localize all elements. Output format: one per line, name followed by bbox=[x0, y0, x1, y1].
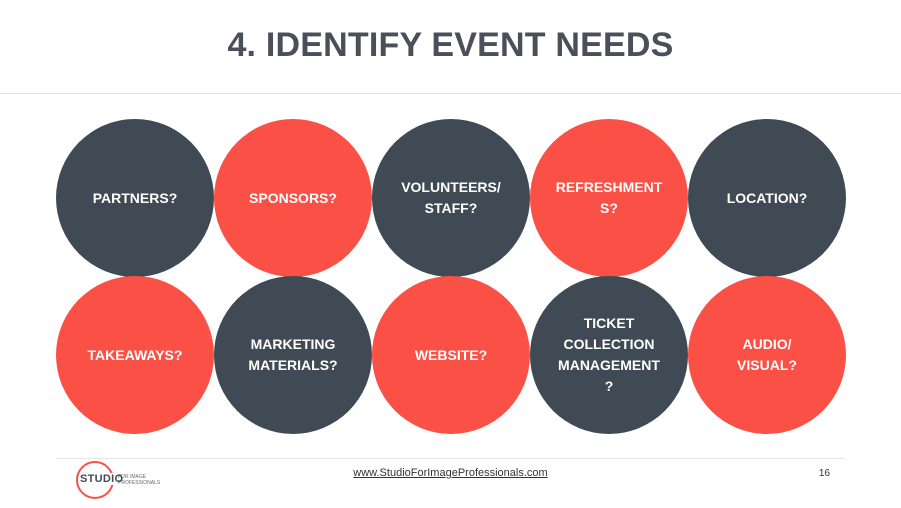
circle-sponsors: SPONSORS? bbox=[214, 119, 372, 277]
circle-partners: PARTNERS? bbox=[56, 119, 214, 277]
circle-label: AUDIO/ VISUAL? bbox=[737, 336, 797, 373]
circle-audio-visual: AUDIO/ VISUAL? bbox=[688, 276, 846, 434]
circle-label: VOLUNTEERS/ STAFF? bbox=[401, 179, 501, 216]
circle-label: WEBSITE? bbox=[414, 346, 488, 363]
circle-label: MARKETING MATERIALS? bbox=[248, 336, 338, 373]
circle-volunteers-staff: VOLUNTEERS/ STAFF? bbox=[372, 119, 530, 277]
circle-ticket-collection: TICKET COLLECTION MANAGEMENT ? bbox=[530, 276, 688, 434]
circle-refreshments: REFRESHMENT S? bbox=[530, 119, 688, 277]
circle-location: LOCATION? bbox=[688, 119, 846, 277]
circle-label: LOCATION? bbox=[726, 189, 808, 206]
title-divider bbox=[0, 93, 901, 94]
page-number: 16 bbox=[818, 468, 830, 479]
circle-label: TICKET COLLECTION MANAGEMENT ? bbox=[558, 315, 660, 394]
studio-logo: STUDIO FOR IMAGE PROFESSIONALS bbox=[76, 461, 164, 499]
logo-subtitle: FOR IMAGE PROFESSIONALS bbox=[118, 474, 161, 486]
logo-word: STUDIO bbox=[80, 473, 124, 485]
circle-label: SPONSORS? bbox=[249, 189, 337, 206]
circle-website: WEBSITE? bbox=[372, 276, 530, 434]
circle-label: TAKEAWAYS? bbox=[87, 346, 183, 363]
circle-label: REFRESHMENT S? bbox=[555, 179, 663, 216]
slide-title: 4. IDENTIFY EVENT NEEDS bbox=[227, 26, 674, 64]
logo-ring-icon: STUDIO bbox=[76, 461, 124, 499]
circle-takeaways: TAKEAWAYS? bbox=[56, 276, 214, 434]
circle-label: PARTNERS? bbox=[92, 189, 178, 206]
footer-divider bbox=[56, 458, 844, 459]
circle-marketing-materials: MARKETING MATERIALS? bbox=[214, 276, 372, 434]
footer-url-link[interactable]: www.StudioForImageProfessionals.com bbox=[353, 467, 548, 479]
